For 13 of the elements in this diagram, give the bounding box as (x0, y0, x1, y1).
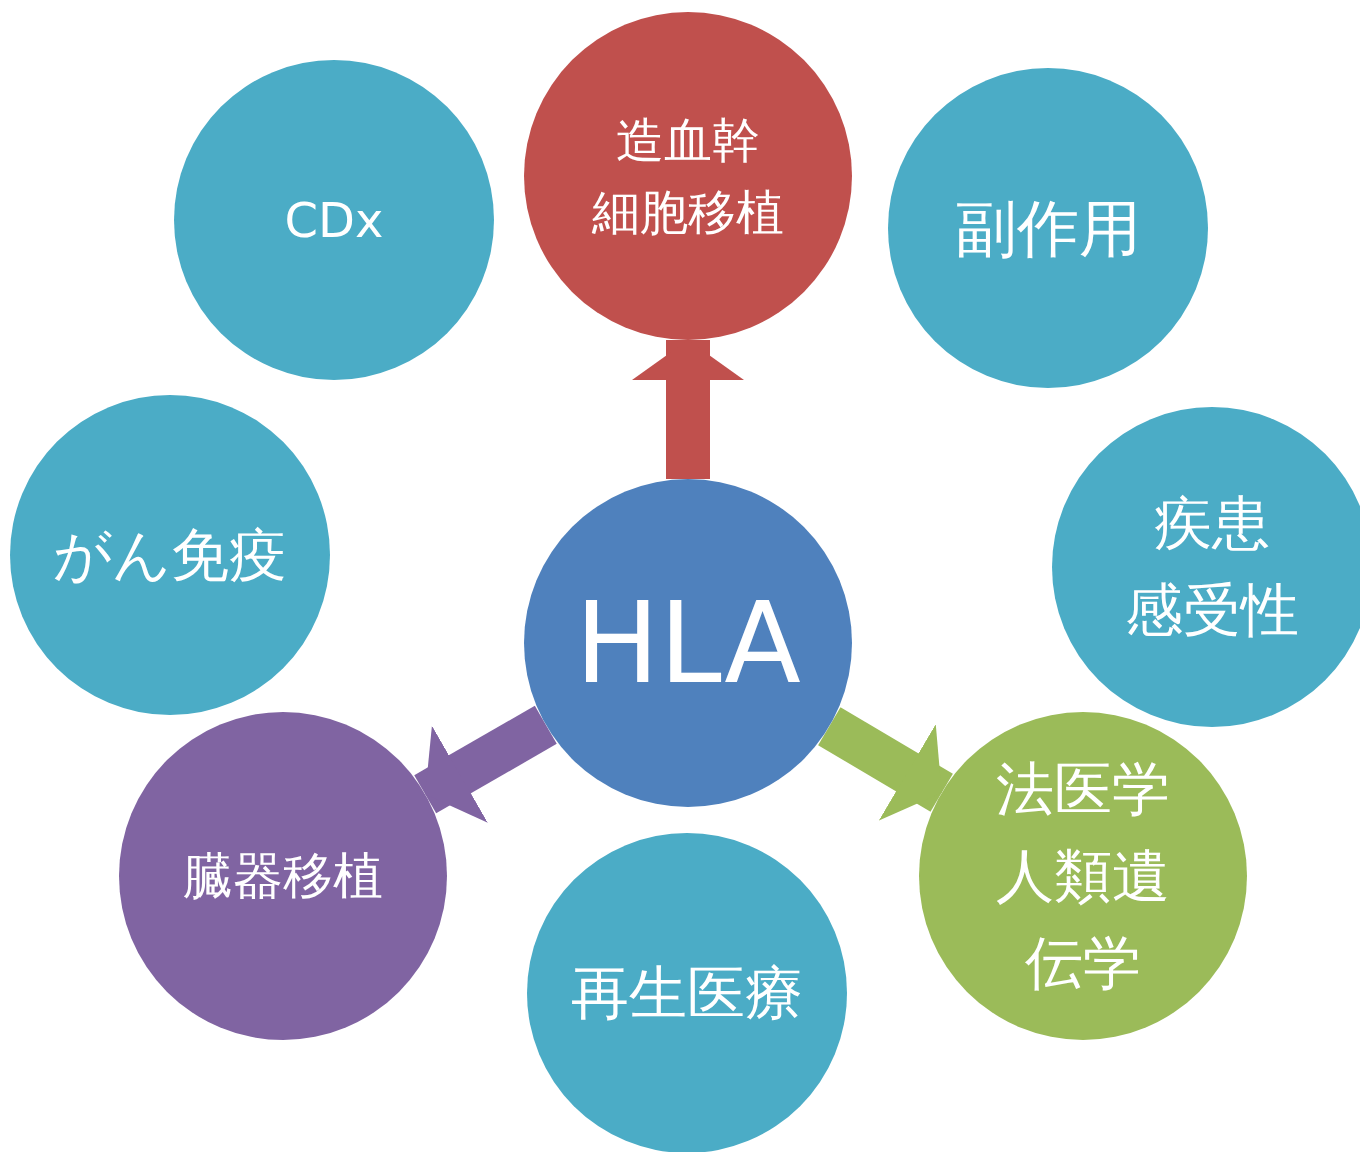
block-arrow (632, 340, 744, 479)
block-arrow (818, 707, 953, 821)
topic-label: 人類遺伝学 (996, 840, 1170, 999)
block-arrow (414, 705, 557, 823)
topic-label: 副作用 (955, 190, 1141, 267)
topic-label: 造血幹細胞移植 (592, 111, 784, 242)
topic-label: 法医学 (996, 753, 1170, 825)
topic-label: がん免疫 (53, 519, 287, 591)
topic-label: 再生医療 (571, 957, 803, 1029)
topic-label: 疾患感受性 (1125, 488, 1299, 646)
topic-label: CDx (284, 191, 384, 250)
topic-label: 臓器移植 (183, 845, 383, 907)
topic-label: HLA (575, 577, 801, 710)
